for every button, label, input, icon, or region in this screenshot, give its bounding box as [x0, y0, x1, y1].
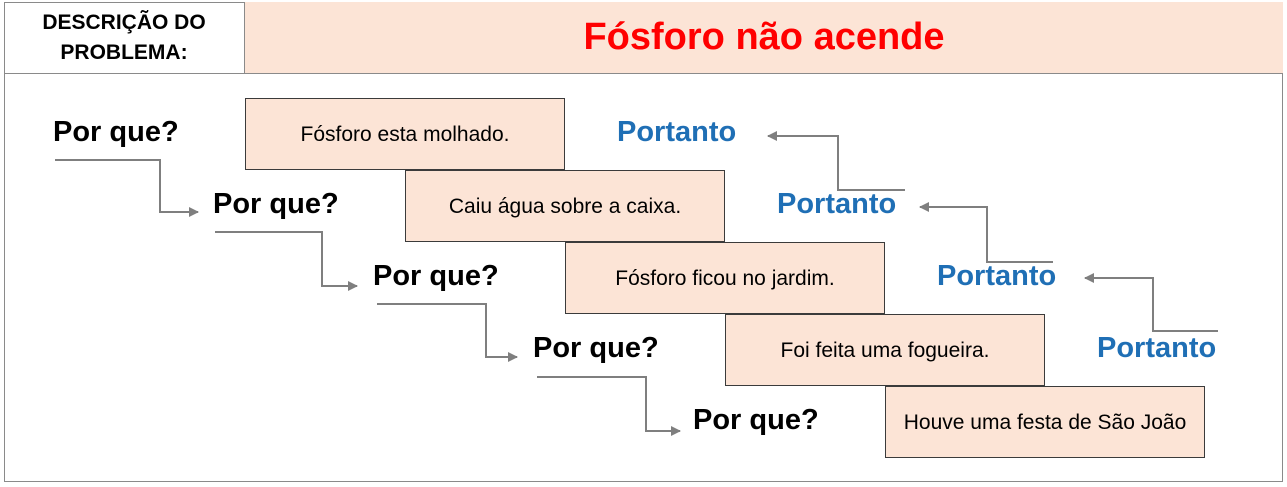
cause-box-5: Houve uma festa de São João	[885, 386, 1205, 458]
why-label-1: Por que?	[53, 116, 179, 148]
why-label-2: Por que?	[213, 188, 339, 220]
therefore-arrow-1	[767, 131, 905, 191]
label-line-2: PROBLEMA:	[60, 40, 188, 64]
why-label-4: Por que?	[533, 332, 659, 364]
why-label-5: Por que?	[693, 404, 819, 436]
cause-box-2: Caiu água sobre a caixa.	[405, 170, 725, 242]
why-arrow-2	[215, 231, 358, 291]
therefore-label-1: Portanto	[617, 116, 737, 148]
cause-box-1: Fósforo esta molhado.	[245, 98, 565, 170]
therefore-label-3: Portanto	[937, 260, 1057, 292]
therefore-label-2: Portanto	[777, 188, 897, 220]
therefore-arrow-2	[919, 202, 1053, 263]
why-arrow-3	[377, 303, 518, 362]
why-arrow-4	[537, 376, 681, 436]
cause-box-4: Foi feita uma fogueira.	[725, 314, 1045, 386]
label-line-1: DESCRIÇÃO DO	[42, 10, 206, 34]
problem-title: Fósforo não acende	[245, 2, 1283, 74]
therefore-label-4: Portanto	[1097, 332, 1217, 364]
why-arrow-1	[55, 159, 199, 217]
why-label-3: Por que?	[373, 260, 499, 292]
cause-box-3: Fósforo ficou no jardim.	[565, 242, 885, 314]
problem-description-label: DESCRIÇÃO DO PROBLEMA:	[4, 2, 245, 74]
therefore-arrow-3	[1084, 273, 1218, 332]
